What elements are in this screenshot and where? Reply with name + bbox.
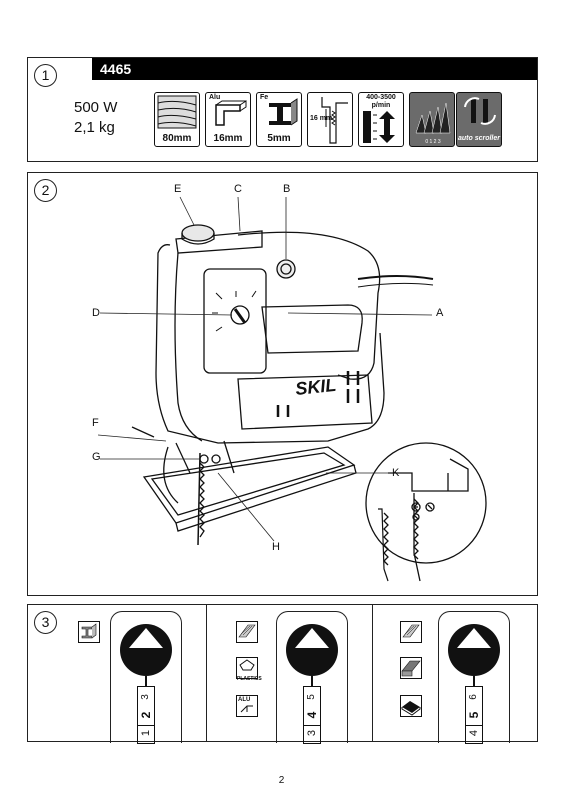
chipboard-material-icon xyxy=(400,657,422,679)
callout-h: H xyxy=(272,541,280,553)
callout-b: B xyxy=(283,183,291,195)
steel-capacity-icon: Fe 5mm xyxy=(256,92,302,147)
callout-f: F xyxy=(92,417,99,429)
callout-e: E xyxy=(174,183,182,195)
speed-scale-2 xyxy=(303,686,321,744)
callout-d: D xyxy=(92,307,100,319)
stroke-rate-icon: 400-3500 p/min xyxy=(358,92,404,147)
auto-scroller-icon: auto scroller xyxy=(456,92,502,147)
panel-number-2: 2 xyxy=(34,179,57,202)
alu-material-icon: ALU xyxy=(236,695,258,717)
jigsaw-illustration: SKIL xyxy=(97,196,487,582)
aluminium-capacity-icon: Alu 16mm xyxy=(205,92,251,147)
divider xyxy=(206,605,207,741)
wood-capacity-icon: 80mm xyxy=(154,92,200,147)
callout-c: C xyxy=(234,183,242,195)
panel-number-3: 3 xyxy=(34,611,57,634)
skil-logo: SKIL xyxy=(294,375,337,399)
speed-dial-2: 3 4 5 xyxy=(276,611,348,744)
tool-overview-panel: 2 xyxy=(27,172,538,596)
speed-dial-3: 4 5 6 xyxy=(438,611,510,744)
steel-material-icon xyxy=(78,621,100,643)
laminate-material-icon xyxy=(400,695,422,717)
svg-text:0 1 2 3: 0 1 2 3 xyxy=(425,139,441,145)
callout-g: G xyxy=(92,451,101,463)
specs-panel: 1 4465 500 W 2,1 kg 80mm Alu 16mm Fe 5mm xyxy=(27,57,538,162)
speed-dial-1: 1 2 3 xyxy=(110,611,182,744)
model-number: 4465 xyxy=(92,58,537,80)
speed-scale-1 xyxy=(137,686,155,744)
speed-scale-3 xyxy=(465,686,483,744)
page-number: 2 xyxy=(278,775,285,786)
orbital-settings-icon: 0 1 2 3 xyxy=(409,92,455,147)
callout-k: K xyxy=(392,467,400,479)
speed-settings-panel: 3 1 2 3 PLASTICS ALU xyxy=(27,604,538,744)
wood-material-icon xyxy=(236,621,258,643)
divider xyxy=(372,605,373,741)
panel-number-1: 1 xyxy=(34,64,57,87)
tool-weight: 2,1 kg xyxy=(74,119,115,136)
power-rating: 500 W xyxy=(74,99,118,116)
callout-a: A xyxy=(436,307,444,319)
stroke-length-icon: 16 mm xyxy=(307,92,353,147)
plastics-material-icon: PLASTICS xyxy=(236,657,262,682)
wood-material-icon xyxy=(400,621,422,643)
